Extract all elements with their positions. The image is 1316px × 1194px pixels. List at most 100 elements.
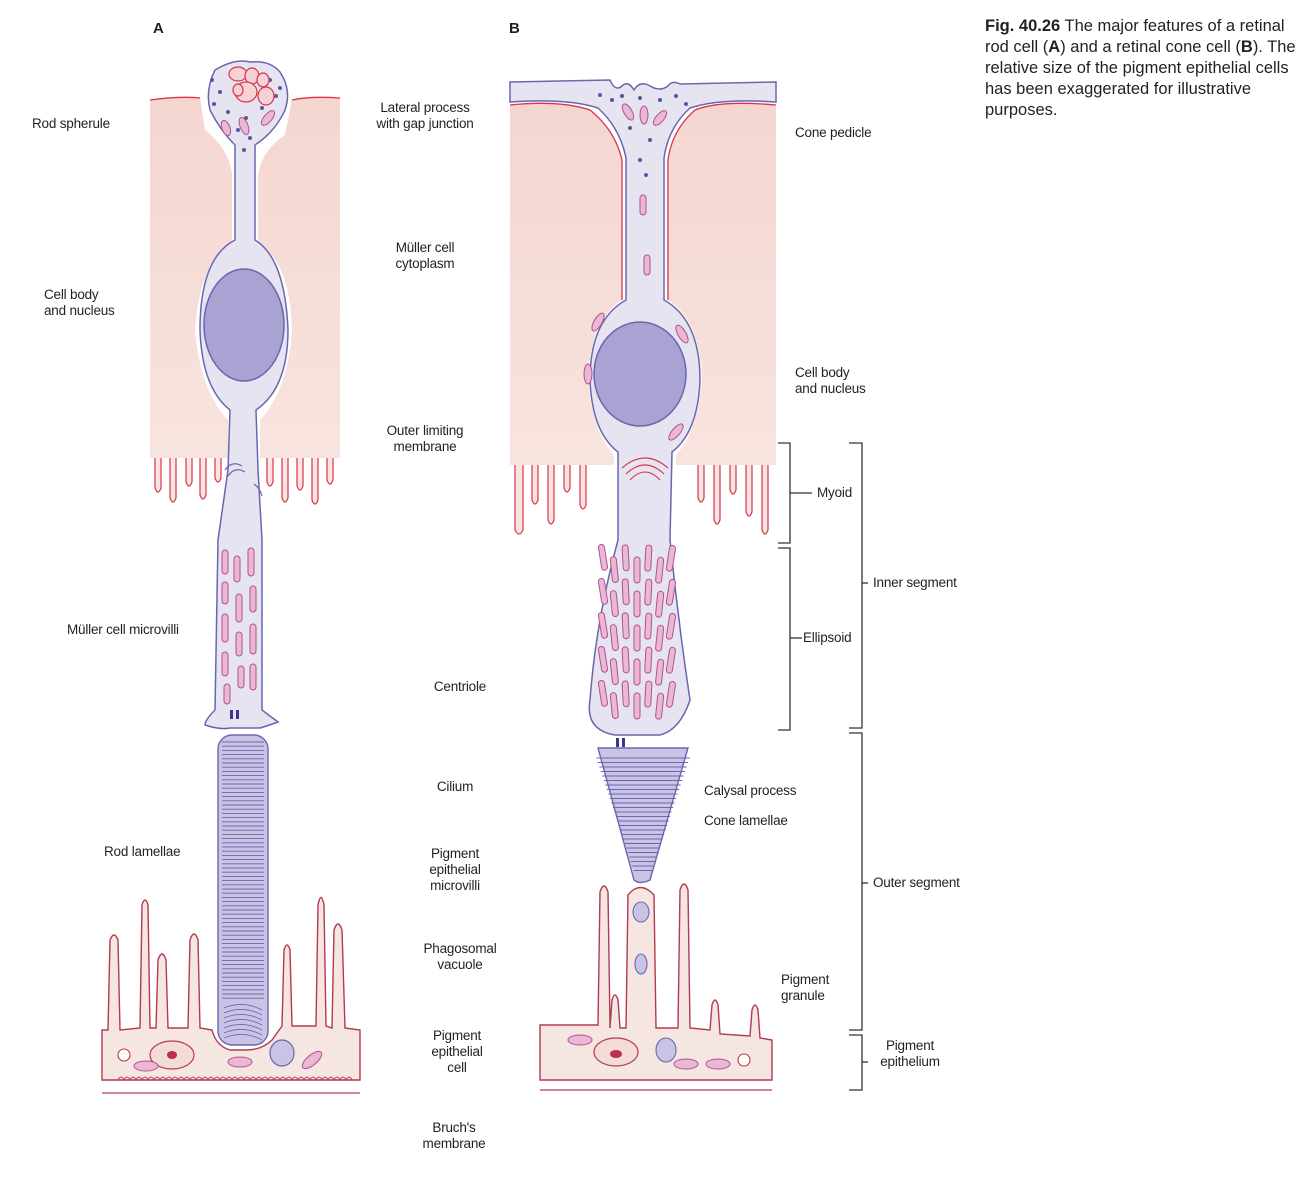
rod-lamella-disc — [223, 1014, 263, 1021]
cone-mitochondrion — [644, 612, 653, 640]
caption-text-3: ). The relative size of the pigment epit… — [985, 38, 1296, 119]
cone-mitochondrion — [597, 611, 609, 639]
cone-mitochondrion — [644, 544, 653, 572]
segment-brackets — [778, 442, 868, 1091]
label-rod-spherule: Rod spherule — [32, 116, 110, 131]
cone-mitochondrion — [633, 692, 641, 720]
cone-centriole — [616, 738, 625, 747]
cone-mitochondrion — [633, 658, 641, 686]
cone-mitochondrion — [665, 680, 676, 708]
cone-ellipsoid-mitochondria — [597, 543, 676, 720]
cone-mitochondrion — [621, 612, 630, 640]
cone-mitochondrion — [655, 556, 665, 584]
cone-mitochondrion — [621, 544, 630, 572]
cone-mitochondrion — [609, 624, 619, 652]
cone-mitochondrion — [609, 590, 619, 618]
cone-mitochondrion — [665, 578, 676, 606]
panel-letter-b: B — [509, 20, 520, 37]
cone-mitochondrion — [644, 578, 653, 606]
cone-mitochondrion — [621, 646, 630, 674]
caption-text-1: The major features of a retinal rod cell… — [985, 17, 1285, 56]
label-muller-microvilli: Müller cell microvilli — [67, 622, 179, 637]
cone-mitochondrion — [597, 543, 609, 571]
label-centriole: Centriole — [433, 679, 487, 694]
rod-nucleus — [203, 268, 285, 382]
cone-mitochondrion — [655, 658, 665, 686]
cone-pigment-epithelium — [539, 883, 773, 1091]
rod-golgi — [224, 463, 263, 497]
bracket-myoid — [778, 442, 791, 544]
rod-lamella-disc — [223, 1009, 263, 1016]
cone-mitochondrion — [665, 612, 676, 640]
caption-fig-label: Fig. 40.26 — [985, 17, 1061, 35]
label-rod-cell-body: Cell body and nucleus — [44, 287, 115, 318]
rod-lamellae — [222, 741, 264, 1041]
cone-mitochondrion — [633, 624, 641, 652]
cone-mitochondrion — [633, 590, 641, 618]
bracket-inner-segment — [849, 442, 863, 729]
rod-cell — [149, 60, 341, 1046]
rod-lamella-disc — [223, 1029, 263, 1036]
rod-spherule-mitochondria — [220, 110, 276, 137]
cone-synaptic-vesicles — [598, 93, 688, 177]
label-cilium: Cilium — [436, 779, 474, 794]
figure-caption: Fig. 40.26 The major features of a retin… — [985, 16, 1305, 121]
cone-mitochondrion — [633, 556, 641, 584]
cone-mitochondrion — [597, 645, 609, 673]
label-lateral-process: Lateral process with gap junction — [376, 100, 474, 131]
cone-lamellae — [596, 757, 690, 871]
label-pe-microvilli: Pigment epithelial microvilli — [429, 846, 481, 893]
rod-bipolar-terminals — [228, 66, 275, 106]
cone-cell — [509, 79, 777, 884]
cone-mitochondrion — [621, 578, 630, 606]
cone-mitochondrion — [655, 624, 665, 652]
cone-mitochondrion — [609, 658, 619, 686]
caption-bold-a: A — [1048, 38, 1061, 56]
panel-letter-a: A — [153, 20, 164, 37]
rod-muller-layer — [150, 97, 340, 458]
rod-pe-mito — [133, 1060, 159, 1072]
cone-mitochondrion — [621, 680, 630, 708]
cone-pigment-granule — [632, 901, 650, 923]
caption-bold-b: B — [1240, 38, 1253, 56]
cone-mitochondrion — [644, 646, 653, 674]
cone-mitochondrion — [655, 692, 665, 720]
rod-pigment-epithelium — [101, 896, 361, 1094]
rod-lamella-disc — [223, 1034, 263, 1041]
caption-text-2: ) and a retinal cone cell ( — [1060, 38, 1241, 56]
label-cone-cell-body: Cell body and nucleus — [795, 365, 866, 396]
cone-mitochondrion — [597, 577, 609, 605]
label-myoid: Myoid — [817, 485, 853, 500]
cone-muller-microvilli — [514, 465, 769, 535]
rod-synaptic-vesicles — [210, 78, 282, 152]
cone-mitochondrion — [609, 692, 619, 720]
cone-outer-segment — [597, 747, 689, 884]
cone-mitochondrion — [655, 590, 665, 618]
label-outer-limiting-membrane: Outer limiting membrane — [386, 423, 464, 454]
label-pigment-epithelium: Pigment epithelium — [880, 1038, 940, 1069]
cone-nucleus — [593, 321, 687, 427]
label-muller-cytoplasm: Müller cell cytoplasm — [395, 240, 455, 271]
rod-phagosome — [269, 1039, 295, 1067]
bracket-ellipsoid — [778, 547, 791, 731]
label-outer-segment: Outer segment — [873, 875, 960, 890]
cone-mitochondrion — [597, 679, 609, 707]
label-pigment-granule: Pigment granule — [781, 972, 830, 1003]
cone-muller-layer — [510, 103, 622, 465]
rod-lamella-disc — [223, 1019, 263, 1026]
rod-inner-mitochondria — [221, 547, 257, 705]
cone-mitochondrion — [644, 680, 653, 708]
label-ellipsoid: Ellipsoid — [803, 630, 852, 645]
cone-pedicle-mitochondria — [583, 103, 689, 441]
label-cone-pedicle: Cone pedicle — [795, 125, 872, 140]
label-phagosomal-vacuole: Phagosomal vacuole — [423, 941, 497, 972]
rod-muller-microvilli — [154, 458, 334, 505]
bracket-pigment-epithelium — [849, 1034, 863, 1091]
label-calysal-process: Calysal process — [704, 783, 797, 798]
rod-centriole — [230, 710, 239, 719]
bracket-outer-segment — [849, 732, 863, 1031]
label-rod-lamellae: Rod lamellae — [104, 844, 181, 859]
rod-lamella-disc — [223, 1024, 263, 1031]
cone-mitochondrion — [665, 646, 676, 674]
